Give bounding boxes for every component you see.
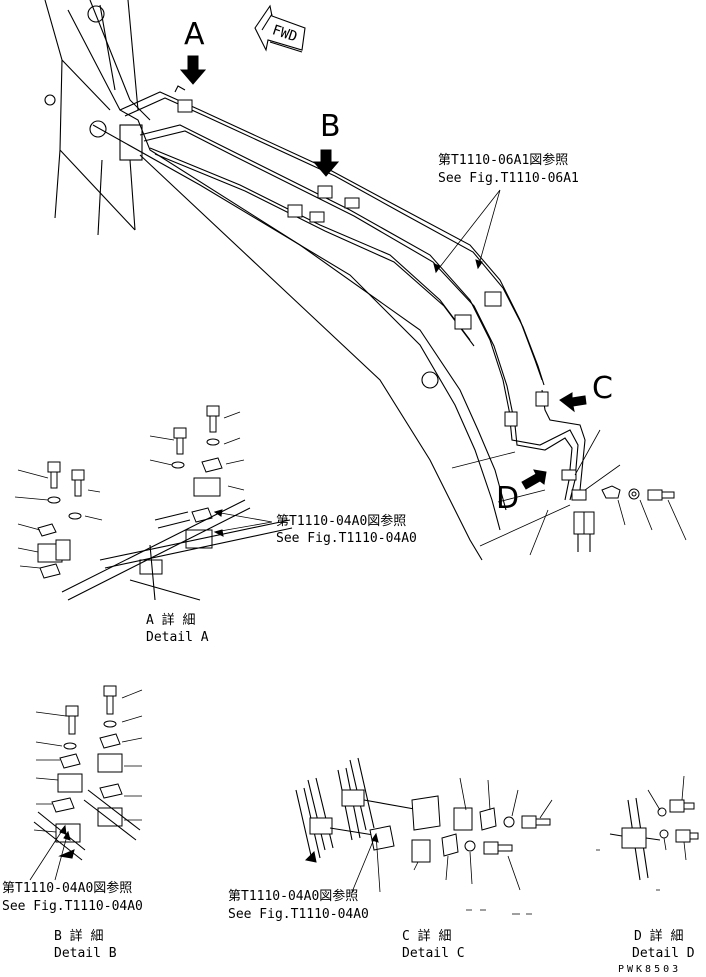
detail-b-en: Detail B <box>54 946 117 961</box>
detail-c-en: Detail C <box>402 946 465 961</box>
view-d-marker: D <box>496 469 547 516</box>
ref-06a1-jp: 第T1110-06A1図参照 <box>438 152 568 168</box>
ref-04a0c-jp: 第T1110-04A0図参照 <box>228 888 358 904</box>
detail-d-en: Detail D <box>632 946 695 961</box>
detail-d-jp: D 詳 細 <box>634 928 683 944</box>
detail-b: 第T1110-04A0図参照 See Fig.T1110-04A0 B 詳 細 … <box>2 685 143 961</box>
view-c-marker: C <box>559 371 613 413</box>
drawing-code: PWK8503 <box>618 964 681 975</box>
fwd-label: FWD <box>270 22 299 45</box>
boom-assembly <box>44 0 687 561</box>
detail-b-jp: B 詳 細 <box>54 928 103 944</box>
view-a-marker: A <box>179 17 207 85</box>
ref-04a0-en: See Fig.T1110-04A0 <box>276 531 417 546</box>
ref-04a0c-en: See Fig.T1110-04A0 <box>228 907 369 922</box>
detail-c-jp: C 詳 細 <box>402 928 451 944</box>
detail-a-jp: A 詳 細 <box>146 612 195 628</box>
ref-04a0b-jp: 第T1110-04A0図参照 <box>2 880 132 896</box>
ref-06a1-en: See Fig.T1110-06A1 <box>438 171 579 186</box>
detail-c: 第T1110-04A0図参照 See Fig.T1110-04A0 C 詳 細 … <box>228 757 553 961</box>
ref-06a1: 第T1110-06A1図参照 See Fig.T1110-06A1 <box>433 152 579 274</box>
view-d-label: D <box>496 481 519 516</box>
ref-04a0b-en: See Fig.T1110-04A0 <box>2 899 143 914</box>
detail-a: 第T1110-04A0図参照 See Fig.T1110-04A0 A 詳 細 … <box>14 405 417 645</box>
view-c-label: C <box>592 371 613 406</box>
view-b-marker: B <box>312 109 341 177</box>
fwd-direction-arrow: FWD <box>254 4 306 53</box>
detail-a-en: Detail A <box>146 630 209 645</box>
view-b-label: B <box>320 109 341 144</box>
ref-04a0-jp: 第T1110-04A0図参照 <box>276 513 406 529</box>
view-a-label: A <box>184 17 205 52</box>
detail-d: D 詳 細 Detail D <box>596 775 699 961</box>
